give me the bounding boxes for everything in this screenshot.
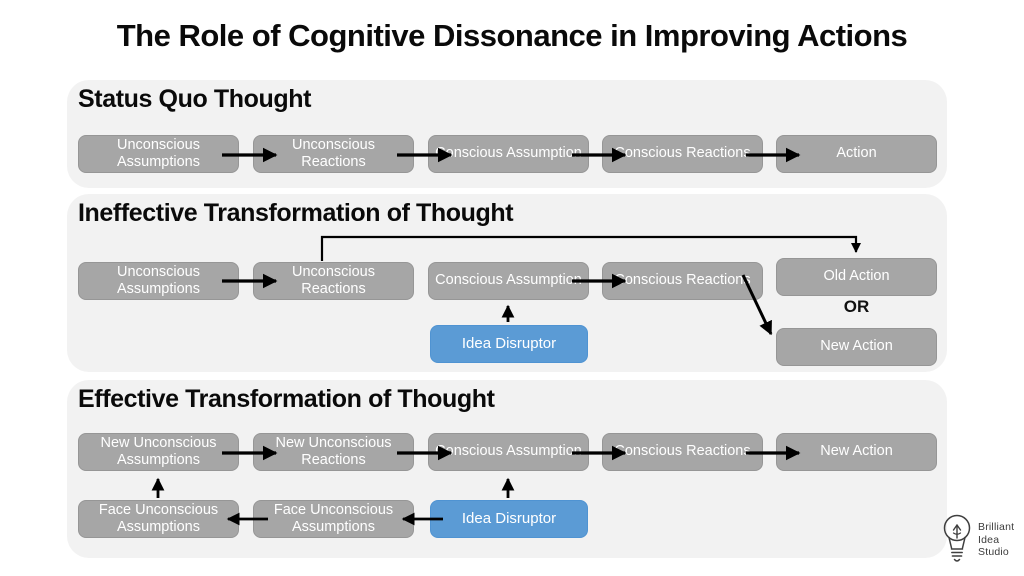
section-status-quo-heading: Status Quo Thought [78, 85, 312, 113]
section-effective-transformation: Effective Transformation of Thought New … [67, 380, 947, 558]
box-action: Action [776, 135, 937, 173]
box-old-action: Old Action [776, 258, 937, 296]
box-conscious-reactions: Conscious Reactions [602, 433, 763, 471]
box-unconscious-reactions: Unconscious Reactions [253, 135, 414, 173]
slide-title: The Role of Cognitive Dissonance in Impr… [116, 18, 908, 53]
box-conscious-assumption: Conscious Assumption [428, 135, 589, 173]
box-face-unconscious-assumptions-2: Face Unconscious Assumptions [253, 500, 414, 538]
box-conscious-assumption: Conscious Assumption [428, 433, 589, 471]
brilliant-idea-studio-logo: Brilliant Idea Studio [941, 510, 1021, 570]
lightbulb-icon [943, 514, 971, 562]
box-conscious-assumption: Conscious Assumption [428, 262, 589, 300]
or-label: OR [843, 297, 870, 316]
section-effective-heading: Effective Transformation of Thought [78, 385, 495, 413]
box-face-unconscious-assumptions-1: Face Unconscious Assumptions [78, 500, 239, 538]
box-new-unconscious-assumptions: New Unconscious Assumptions [78, 433, 239, 471]
box-new-action: New Action [776, 433, 937, 471]
section-ineffective-heading: Ineffective Transformation of Thought [78, 199, 514, 227]
box-new-action: New Action [776, 328, 937, 366]
logo-line-3: Studio [978, 546, 1009, 559]
box-new-unconscious-reactions: New Unconscious Reactions [253, 433, 414, 471]
box-idea-disruptor: Idea Disruptor [430, 325, 588, 363]
logo-line-1: Brilliant [978, 521, 1015, 534]
box-conscious-reactions: Conscious Reactions [602, 135, 763, 173]
logo-line-2: Idea [978, 533, 1000, 546]
box-idea-disruptor: Idea Disruptor [430, 500, 588, 538]
box-unconscious-assumptions: Unconscious Assumptions [78, 135, 239, 173]
box-conscious-reactions: Conscious Reactions [602, 262, 763, 300]
section-status-quo: Status Quo Thought Unconscious Assumptio… [67, 80, 947, 188]
section-ineffective-transformation: Ineffective Transformation of Thought Un… [67, 194, 947, 372]
logo-text: Brilliant Idea Studio [978, 521, 1014, 559]
box-unconscious-assumptions: Unconscious Assumptions [78, 262, 239, 300]
box-unconscious-reactions: Unconscious Reactions [253, 262, 414, 300]
